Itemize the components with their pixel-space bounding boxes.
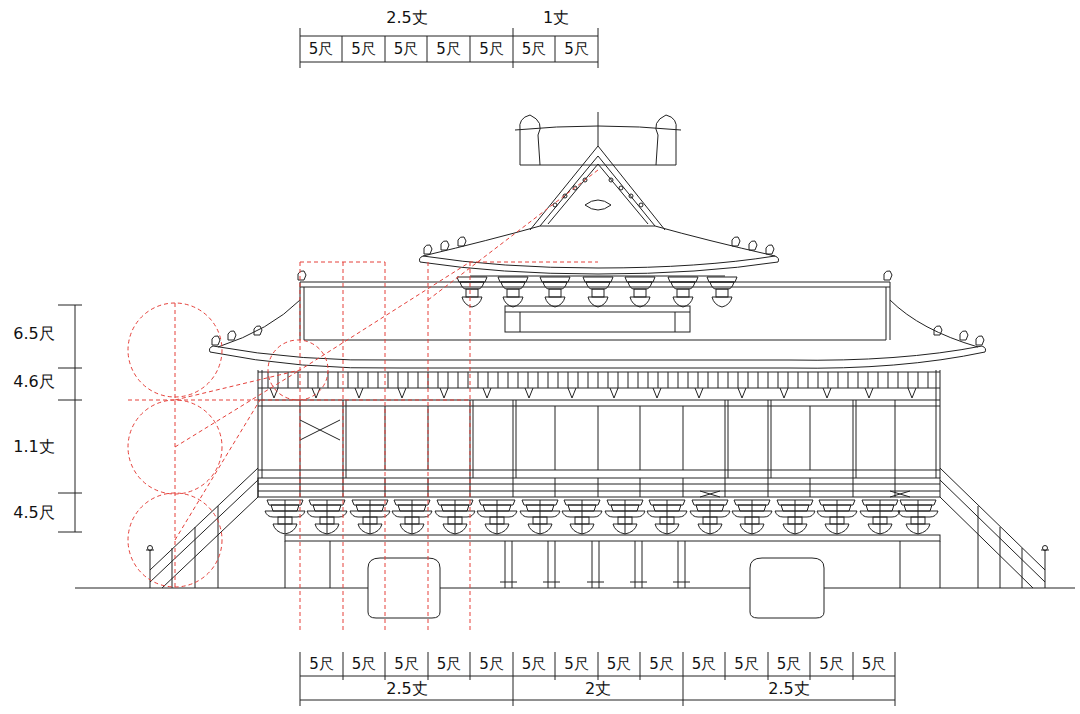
dimension-label: 5尺 — [521, 656, 548, 673]
dimension-label: 5尺 — [861, 656, 888, 673]
dimension-label: 1丈 — [542, 9, 570, 27]
dimension-label: 5尺 — [818, 656, 845, 673]
dimension-label: 5尺 — [435, 41, 462, 58]
dimension-label: 4.5尺 — [12, 504, 55, 522]
dimension-label: 5尺 — [478, 656, 505, 673]
dimension-label: 5尺 — [563, 656, 590, 673]
dimension-label: 5尺 — [436, 656, 463, 673]
dimension-label: 2.5丈 — [767, 680, 810, 698]
dimension-label: 2.5丈 — [385, 9, 428, 27]
dimension-label: 1.1丈 — [12, 438, 55, 456]
dimension-label: 4.6尺 — [12, 373, 55, 391]
dimension-label: 5尺 — [521, 41, 548, 58]
dimension-label: 5尺 — [733, 656, 760, 673]
dimension-label: 5尺 — [308, 656, 335, 673]
dimension-label: 5尺 — [393, 656, 420, 673]
dimension-label: 5尺 — [648, 656, 675, 673]
dimension-label: 5尺 — [308, 41, 335, 58]
dimension-label: 5尺 — [478, 41, 505, 58]
dimension-label: 5尺 — [350, 41, 377, 58]
dimension-label: 5尺 — [351, 656, 378, 673]
dimension-label: 2.5丈 — [385, 680, 428, 698]
dimension-label: 6.5尺 — [12, 325, 55, 343]
dimension-label: 2丈 — [584, 680, 612, 698]
dimension-label: 5尺 — [776, 656, 803, 673]
dimension-label: 5尺 — [691, 656, 718, 673]
dimension-label: 5尺 — [393, 41, 420, 58]
dimension-label: 5尺 — [606, 656, 633, 673]
dimension-label: 5尺 — [563, 41, 590, 58]
